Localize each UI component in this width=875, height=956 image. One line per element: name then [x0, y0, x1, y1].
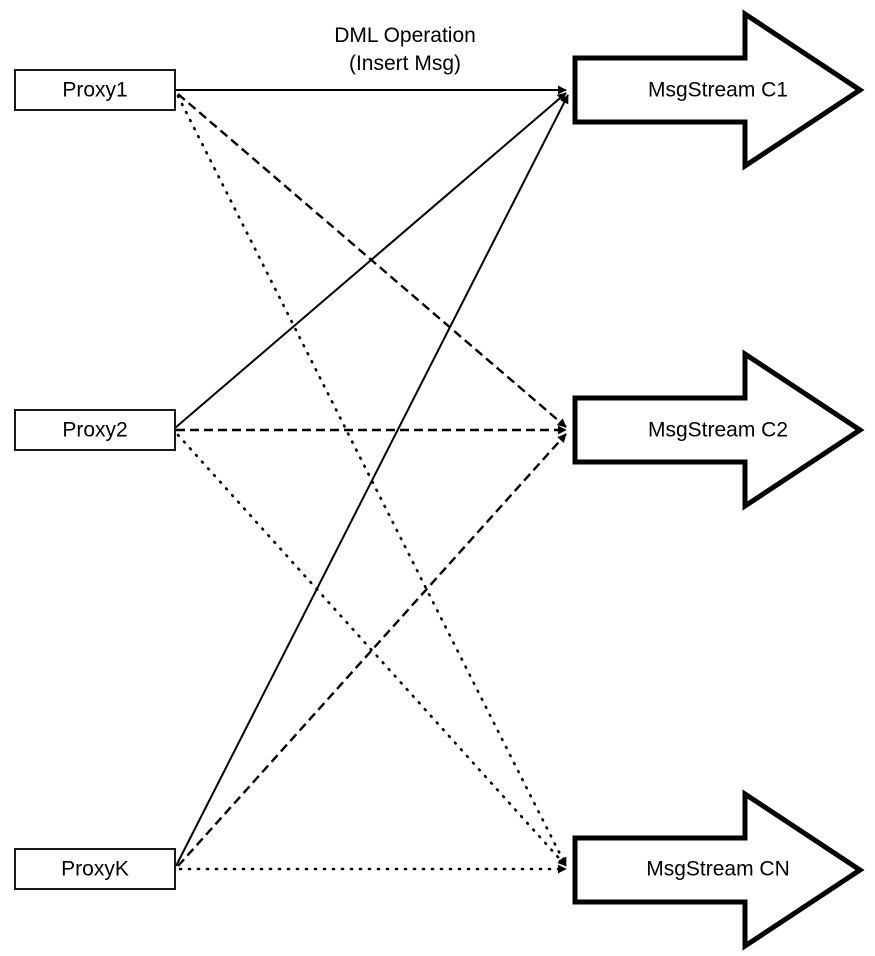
proxy-node-layer: Proxy1 Proxy2 ProxyK [14, 69, 176, 890]
stream-node-c2[interactable]: MsgStream C2 [572, 349, 865, 511]
stream-node-c1[interactable]: MsgStream C1 [572, 9, 865, 171]
edge-caption-line1: DML Operation [334, 24, 476, 47]
stream-arrow-shape-c1[interactable] [572, 9, 865, 171]
proxy-box-proxy2[interactable] [14, 409, 176, 451]
edge-proxy2-to-stream-cn [176, 433, 568, 868]
proxy-node-proxyk[interactable]: ProxyK [14, 848, 176, 890]
proxy-node-proxy2[interactable]: Proxy2 [14, 409, 176, 451]
edge-proxyk-to-stream-c2 [177, 433, 567, 867]
edge-proxy2-to-stream-c1 [174, 92, 567, 429]
edge-caption-line2: (Insert Msg) [349, 52, 461, 75]
edge-caption: DML Operation (Insert Msg) [334, 24, 476, 75]
proxy-label-proxy2: Proxy2 [62, 419, 127, 442]
edge-layer [174, 85, 569, 874]
proxy-box-proxy1[interactable] [14, 69, 176, 111]
stream-node-cn[interactable]: MsgStream CN [572, 789, 865, 951]
edge-proxyk-to-stream-c1 [175, 94, 569, 867]
proxy-node-proxy1[interactable]: Proxy1 [14, 69, 176, 111]
stream-arrow-shape-cn[interactable] [572, 789, 865, 951]
stream-label-c1: MsgStream C1 [648, 79, 788, 102]
proxy-label-proxyk: ProxyK [61, 858, 129, 881]
stream-arrow-layer: MsgStream C1 MsgStream C2 MsgStream CN [572, 9, 865, 951]
stream-label-c2: MsgStream C2 [648, 419, 788, 442]
stream-label-cn: MsgStream CN [646, 858, 790, 881]
proxy-label-proxy1: Proxy1 [62, 79, 127, 102]
proxy-box-proxyk[interactable] [14, 848, 176, 890]
stream-arrow-shape-c2[interactable] [572, 349, 865, 511]
